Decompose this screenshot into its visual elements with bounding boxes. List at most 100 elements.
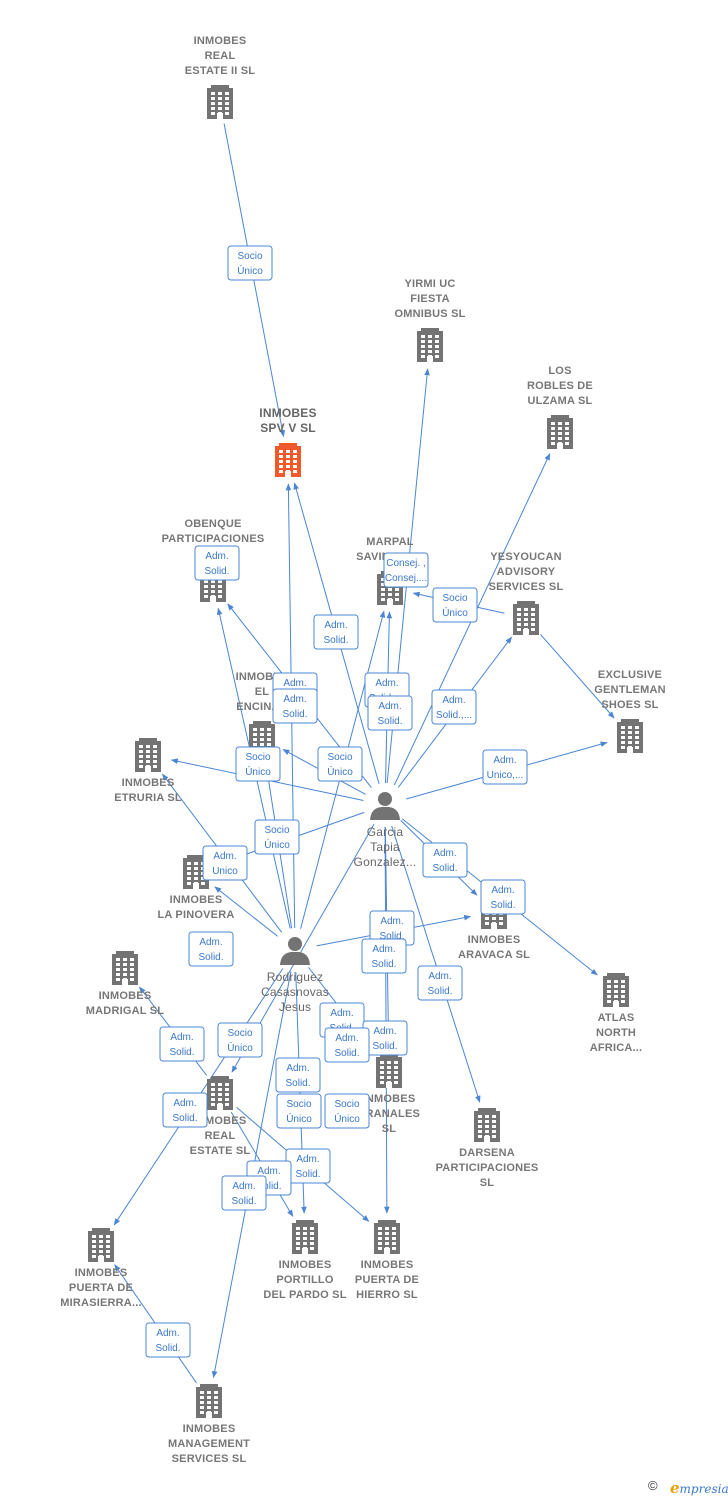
edge-label-text: Adm. [335,1033,358,1044]
edge-label-text: Solid. [372,1041,397,1052]
edge-label-text: Socio [245,752,270,763]
node-label-line: ETRURIA SL [114,792,182,804]
edge-label[interactable]: Adm.Solid. [275,1057,321,1093]
edge-label[interactable]: Adm.Solid. [194,545,240,581]
edge-label-box [417,965,463,1001]
empresia-logo[interactable]: empresia [670,1479,728,1497]
edge-label[interactable]: Adm.Solid. [361,938,407,974]
edge-label-text: Solid. [282,709,307,720]
edge-label-text: Solid. [198,952,223,963]
node-label-line: EL [255,686,270,698]
edge-label-text: Adm. [156,1328,179,1339]
edge-label-text: Socio [237,251,262,262]
node-label-line: ESTATE II SL [185,65,256,77]
edge-label[interactable]: Adm.Solid. [362,1020,408,1056]
building-icon [474,1108,500,1142]
edge-label-text: Solid. [256,1181,281,1192]
edge-label[interactable]: Adm.Solid. [221,1175,267,1211]
edge-label[interactable]: Adm.Solid. [188,931,234,967]
node-label-line: INMOBES [468,934,521,946]
node-label-line: PRANALES [358,1108,420,1120]
edge-label-box [272,688,318,724]
copyright-symbol: © [648,1478,658,1493]
building-icon [196,1384,222,1418]
node-label-line: ADVISORY [497,566,556,578]
edge-label-text: Consej. , [386,558,425,569]
edge-garcia-tapia-to-inmobes-puerta-hierro [384,826,390,1214]
edge-label-box [159,1026,205,1062]
node-label-line: YIRMI UC [404,278,455,290]
node-label-line: SHOES SL [601,699,658,711]
node-label-line: OBENQUE [184,518,241,530]
edge-label[interactable]: Adm.Solid. [324,1027,370,1063]
edge-label-text: Adm. [491,885,514,896]
node-label-line: PARTICIPACIONES [436,1162,539,1174]
edge-label[interactable]: Adm.Solid. [272,688,318,724]
edge-label-text: Adm. [372,944,395,955]
node-label-line: DARSENA [459,1147,515,1159]
edge-label-text: Unico [212,866,238,877]
node-atlas-north-africa[interactable]: ATLASNORTHAFRICA... [590,973,643,1054]
node-label-line: DEL PARDO SL [263,1289,346,1301]
building-icon [374,1220,400,1254]
node-label-line: INMOBES [363,1093,416,1105]
node-yirmi-uc[interactable]: YIRMI UC FIESTA OMNIBUS SL [394,278,465,362]
edge-label[interactable]: Adm.Solid. [313,614,359,650]
node-label-line: Garcia [367,825,404,839]
node-label-line: MANAGEMENT [168,1438,250,1450]
edge-label[interactable]: Adm.Solid. [162,1092,208,1128]
edge-label-text: Adm. [286,1063,309,1074]
edge-label[interactable]: Adm.Solid. [367,695,413,731]
edge-label[interactable]: Adm.Solid. [285,1148,331,1184]
node-label-line: Jesus [279,1000,311,1014]
edge-label[interactable]: Adm.Solid. [417,965,463,1001]
edge-label[interactable]: Consej. ,Consej.... [383,552,429,588]
edge-label[interactable]: Adm.Unico [202,845,248,881]
edge-label[interactable]: Adm.Unico,... [482,749,528,785]
edge-label-text: Solid. [490,900,515,911]
edge-label-text: Socio [442,593,467,604]
edge-label[interactable]: Adm.Solid. [145,1322,191,1358]
edge-label-text: Adm. [375,678,398,689]
edge-label-text: Solid. [295,1169,320,1180]
edge-label-text: Único [237,264,263,277]
edge-label[interactable]: Adm. Solid. [480,879,526,915]
node-label-line: Tapia [370,840,400,854]
node-label-line: FIESTA [410,293,450,305]
edge-label[interactable]: Adm.Solid. [369,910,415,946]
building-icon [207,85,233,119]
edge-label-text: Socio [327,752,352,763]
node-garcia-tapia[interactable]: GarciaTapiaGonzalez... [354,792,417,869]
edge-label[interactable]: Adm.Solid. [422,842,468,878]
node-label-line: OMNIBUS SL [394,308,465,320]
edge-label[interactable]: Adm.Solid. [159,1026,205,1062]
edge-label-box [275,1057,321,1093]
node-label-line: INMOBES [361,1259,414,1271]
edge-label[interactable]: Adm.Solid.,... [431,689,477,725]
node-label-line: INMOBES [170,894,223,906]
